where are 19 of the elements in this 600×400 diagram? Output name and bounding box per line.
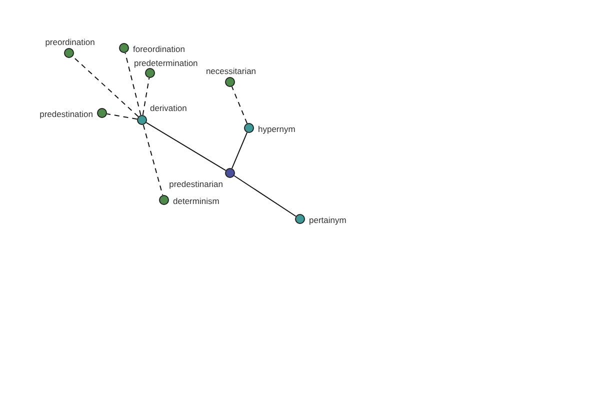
- connector-line: [142, 124, 164, 196]
- node-label: foreordination: [133, 44, 185, 54]
- connector-line: [234, 175, 296, 217]
- node-label: pertainym: [309, 215, 346, 225]
- connector-line: [142, 77, 150, 116]
- node-label: necessitarian: [206, 66, 256, 76]
- connector-line: [72, 56, 139, 118]
- connector-line: [231, 86, 248, 124]
- node-label: preordination: [45, 37, 95, 47]
- node-label: determinism: [173, 196, 220, 206]
- node-label: derivation: [150, 103, 187, 113]
- connector-line: [124, 52, 142, 116]
- node-label: hypernym: [258, 124, 296, 134]
- connector-line: [146, 122, 226, 171]
- node-label: predestinarian: [169, 179, 223, 189]
- node-label: predetermination: [134, 58, 198, 68]
- connector-line: [106, 113, 138, 120]
- node-label: predestination: [40, 109, 93, 119]
- connector-line: [231, 132, 248, 169]
